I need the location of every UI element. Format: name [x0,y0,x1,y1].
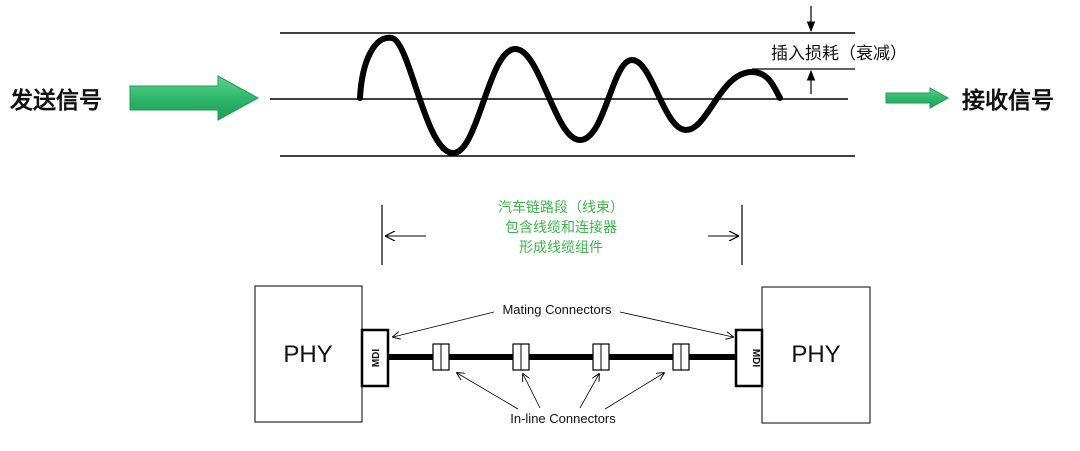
inline-leader-1 [457,373,519,410]
left-phy-box [254,285,363,423]
insertion-loss-label: 插入损耗（衰减） [771,44,907,64]
right-phy-label: PHY [791,341,840,368]
inline-connector-3 [592,343,610,371]
send-arrow-icon [129,75,260,121]
link-segment-line-3: 形成线缆组件 [519,240,603,256]
left-phy-label: PHY [283,341,332,368]
receive-signal-label: 接收信号 [962,87,1054,114]
inline-connector-1 [432,343,450,371]
left-mdi-port [360,328,390,388]
send-signal-label: 发送信号 [9,87,102,114]
inline-connectors-label: In-line Connectors [510,411,616,426]
inline-connector-4 [672,343,690,371]
mating-leader-left [393,311,495,337]
left-mdi-label: MDI [371,349,382,368]
mating-leader-right [619,311,733,337]
link-segment-line-2: 包含线缆和连接器 [505,219,617,236]
damped-signal-wave [357,34,783,156]
inline-leader-4 [604,373,664,410]
inline-leader-3 [579,374,599,409]
right-mdi-label: MDI [750,349,761,368]
inline-connector-2 [512,343,530,371]
receive-arrow-icon [885,87,950,109]
inline-leader-2 [523,374,541,409]
mating-connectors-label: Mating Connectors [502,302,612,317]
link-segment-line-1: 汽车链路段（线束） [498,199,624,216]
